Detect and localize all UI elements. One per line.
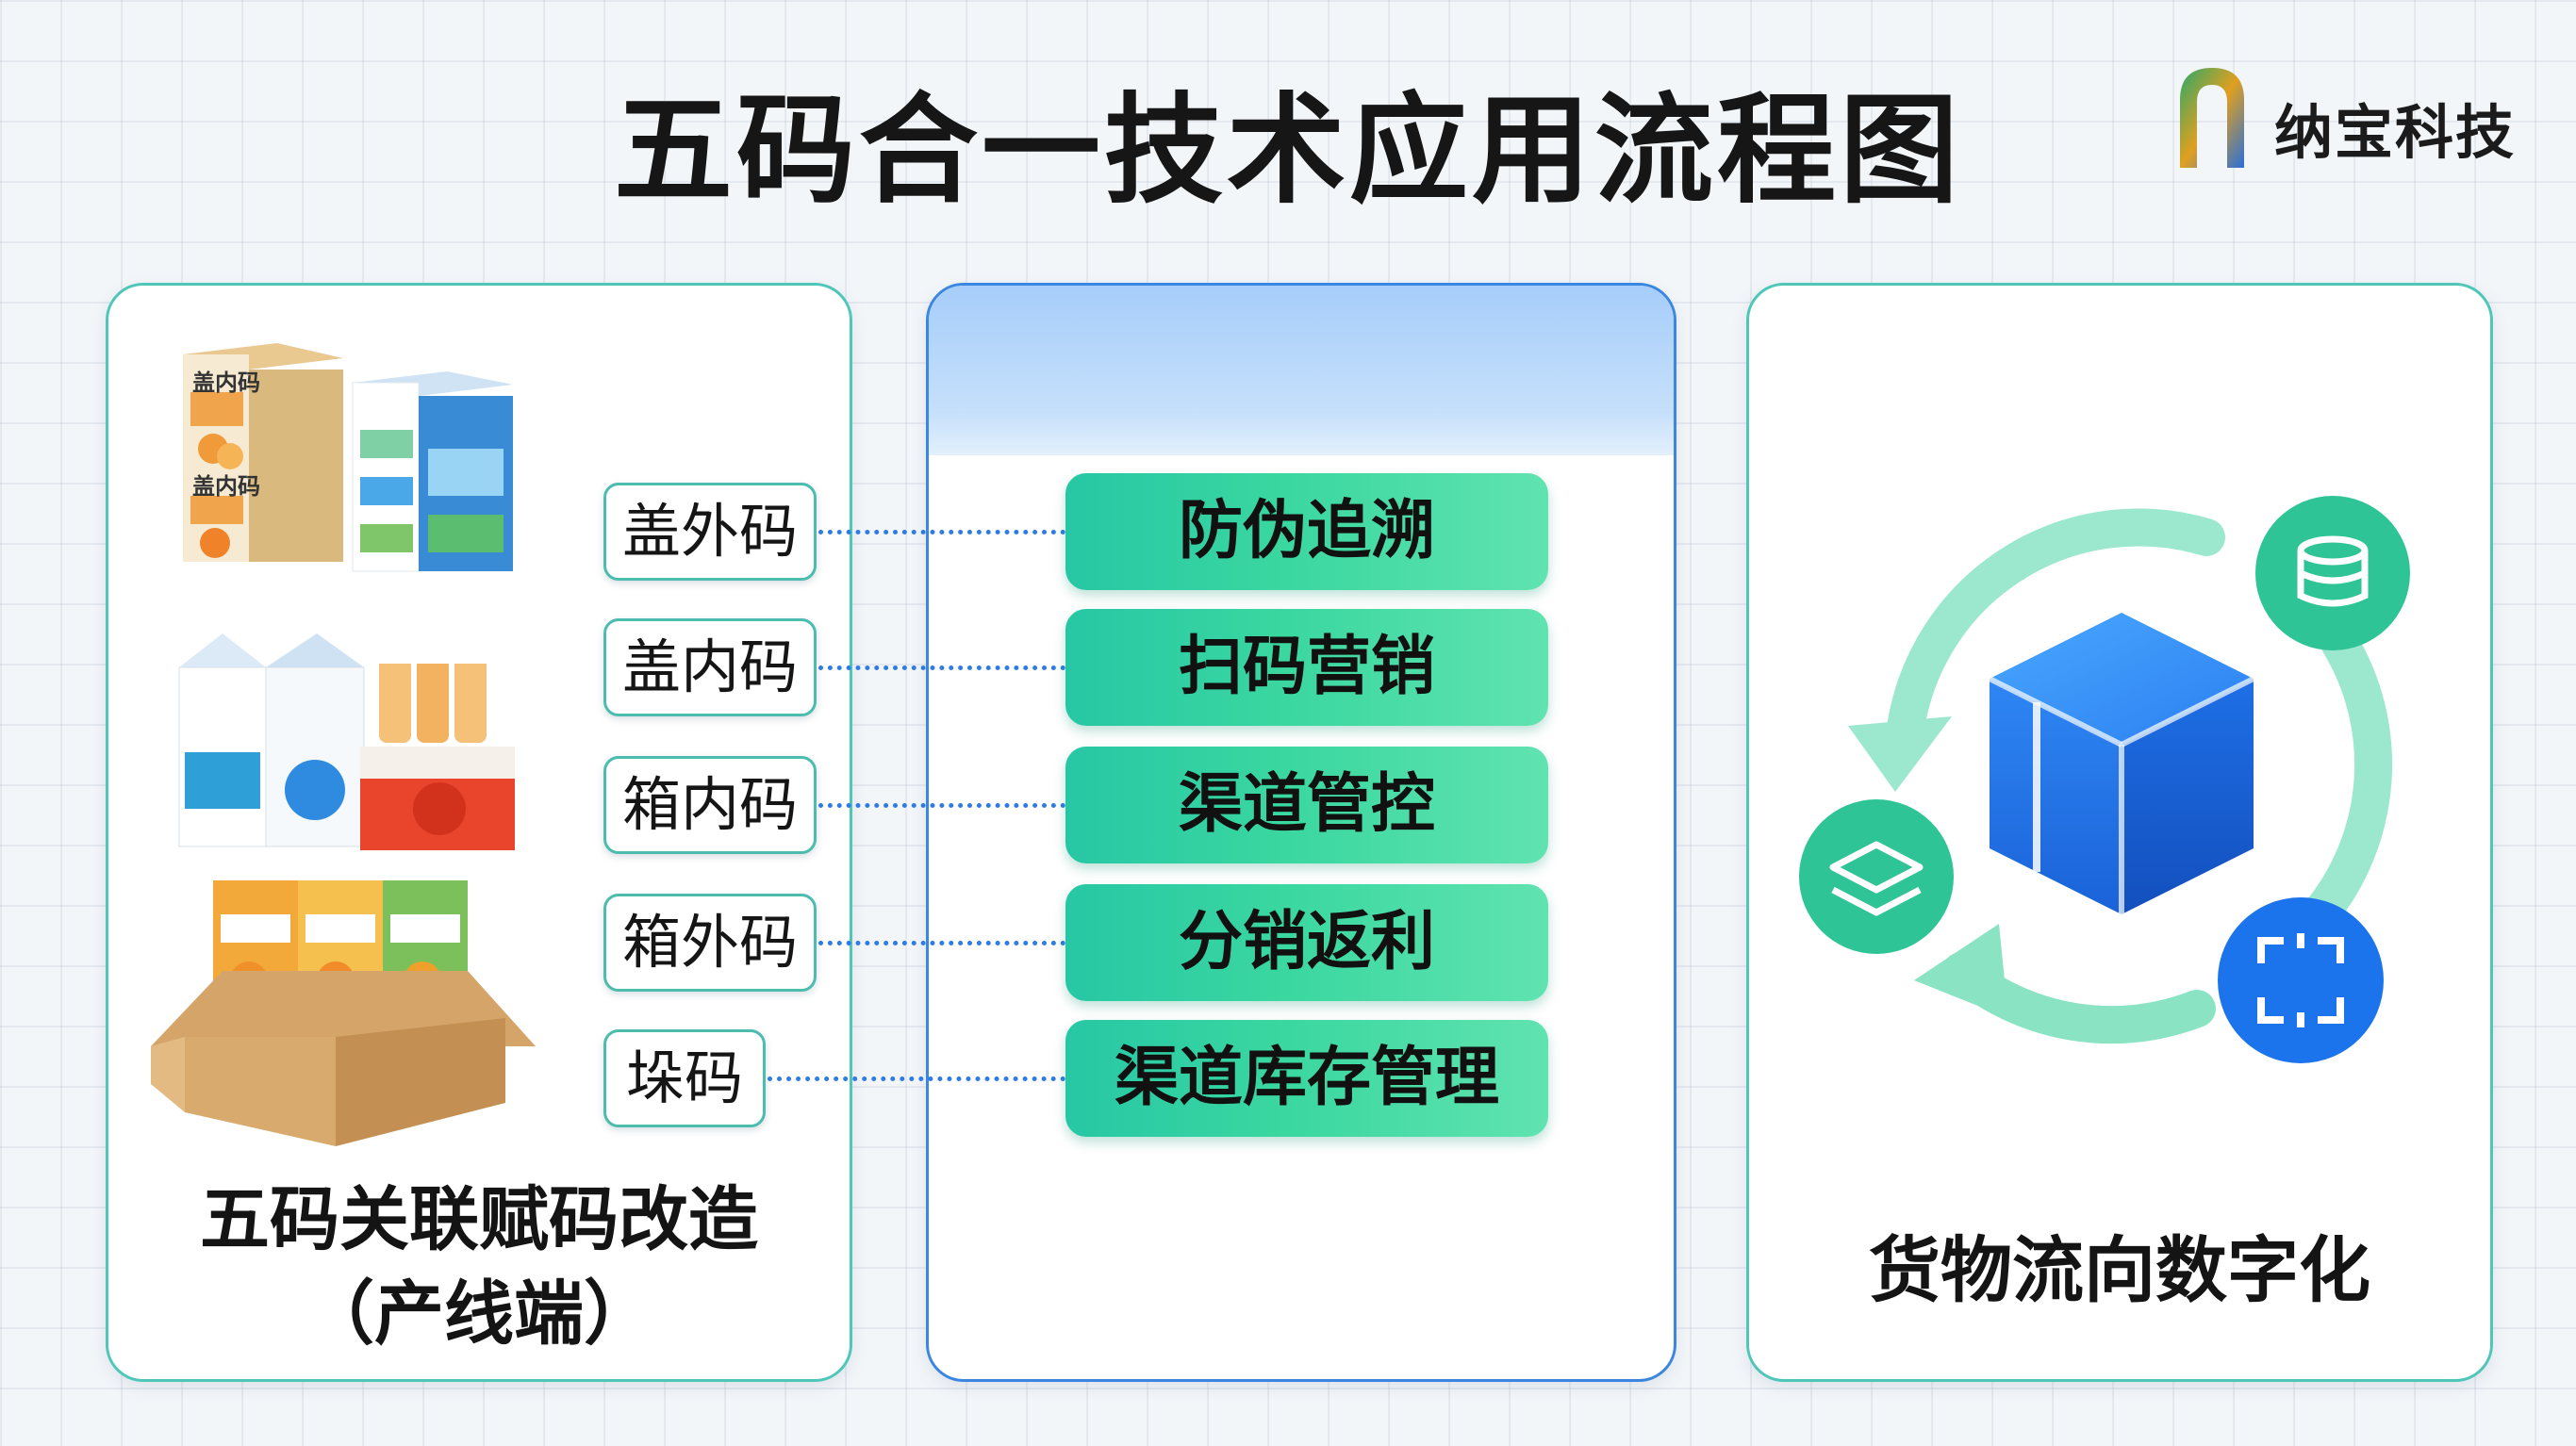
code-box-case-inner: 箱内码: [603, 756, 817, 854]
connector-line: [818, 665, 1065, 670]
code-box-cap-inner: 盖内码: [603, 618, 817, 716]
caption-line-1: 五码关联赋码改造: [200, 1179, 758, 1260]
connector-line: [818, 530, 1065, 534]
scan-icon: [2218, 897, 2384, 1063]
carton-box-illustration: [151, 880, 536, 1146]
function-anti-counterfeit-traceability: 防伪追溯: [1065, 473, 1548, 590]
product-boxes-illustration: 盖内码 盖内码: [183, 343, 513, 572]
product-label: 盖内码: [192, 370, 260, 396]
middle-panel-header-band: [929, 286, 1674, 455]
connector-line: [818, 941, 1065, 945]
function-distribution-rebate: 分销返利: [1065, 884, 1548, 1001]
code-box-cap-outer: 盖外码: [603, 483, 817, 581]
database-icon: [2255, 496, 2410, 650]
page-title: 五码合一技术应用流程图: [614, 81, 1962, 220]
layers-icon: [1799, 799, 1954, 954]
digital-flow-cycle-illustration: [1799, 496, 2410, 1063]
brand-name: 纳宝科技: [2274, 98, 2517, 167]
left-panel-caption: 五码关联赋码改造 （产线端）: [106, 1173, 852, 1361]
cycle-arc: [1886, 508, 2225, 754]
function-scan-marketing: 扫码营销: [1065, 609, 1548, 726]
brand-logo-icon: [2180, 68, 2244, 168]
code-box-case-outer: 箱外码: [603, 894, 817, 992]
function-channel-inventory-management: 渠道库存管理: [1065, 1020, 1548, 1137]
right-panel-caption: 货物流向数字化: [1869, 1228, 2370, 1312]
code-box-pallet: 垛码: [603, 1029, 766, 1127]
cycle-arrow-head: [1914, 924, 2008, 1018]
connector-line: [818, 803, 1065, 808]
cycle-arrow-head: [1848, 716, 1952, 792]
cube-icon: [1988, 613, 2255, 914]
caption-line-2: （产线端）: [305, 1273, 653, 1355]
connector-line: [768, 1076, 1065, 1081]
function-channel-control: 渠道管控: [1065, 747, 1548, 863]
milk-and-bottles-illustration: [178, 633, 515, 850]
product-label: 盖内码: [192, 473, 260, 500]
cycle-arc: [2301, 622, 2393, 933]
